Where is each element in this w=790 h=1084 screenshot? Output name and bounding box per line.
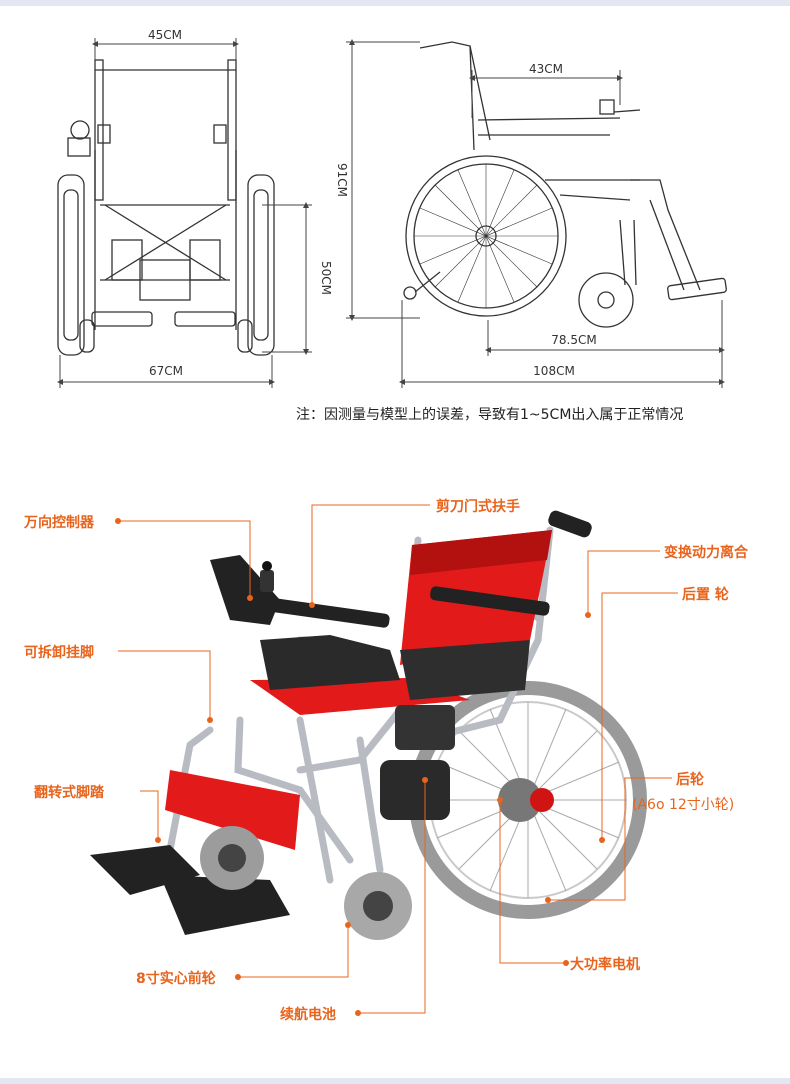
dim-seat-depth: 43CM bbox=[529, 62, 563, 76]
dim-seat-height: 50CM bbox=[319, 261, 333, 295]
callout-detachable-leg: 可拆卸挂脚 bbox=[24, 645, 94, 661]
wheelchair-photo bbox=[90, 510, 647, 940]
dim-front-width: 45CM bbox=[148, 28, 182, 42]
callout-front-wheel: 8寸实心前轮 bbox=[136, 971, 216, 987]
callout-clutch: 变换动力离合 bbox=[664, 545, 748, 561]
front-view-drawing bbox=[57, 59, 275, 356]
callout-footrest: 翻转式脚踏 bbox=[34, 785, 104, 801]
side-dimension-lines bbox=[346, 39, 725, 388]
callout-armrest: 剪刀门式扶手 bbox=[436, 499, 520, 515]
side-view-drawing bbox=[403, 41, 727, 328]
dim-total-length: 108CM bbox=[533, 364, 575, 378]
dim-front-total-width: 67CM bbox=[149, 364, 183, 378]
callout-dots bbox=[115, 518, 605, 1016]
front-dimension-lines bbox=[57, 38, 312, 388]
callout-rear-wheel: 后轮 bbox=[676, 772, 704, 788]
callout-battery: 续航电池 bbox=[280, 1007, 336, 1023]
callout-rear-wheel-sub: (A6o 12寸小轮) bbox=[632, 797, 735, 813]
dim-total-height: 91CM bbox=[335, 163, 349, 197]
callout-lines bbox=[118, 504, 678, 1014]
top-band bbox=[0, 0, 790, 6]
bottom-band bbox=[0, 1078, 790, 1084]
callout-rear-mount: 后置 轮 bbox=[682, 587, 729, 603]
measurement-note: 注：因测量与模型上的误差，导致有1~5CM出入属于正常情况 bbox=[296, 407, 684, 423]
callout-motor: 大功率电机 bbox=[570, 957, 640, 973]
dim-base-length: 78.5CM bbox=[551, 333, 596, 347]
callout-controller: 万向控制器 bbox=[24, 515, 94, 531]
